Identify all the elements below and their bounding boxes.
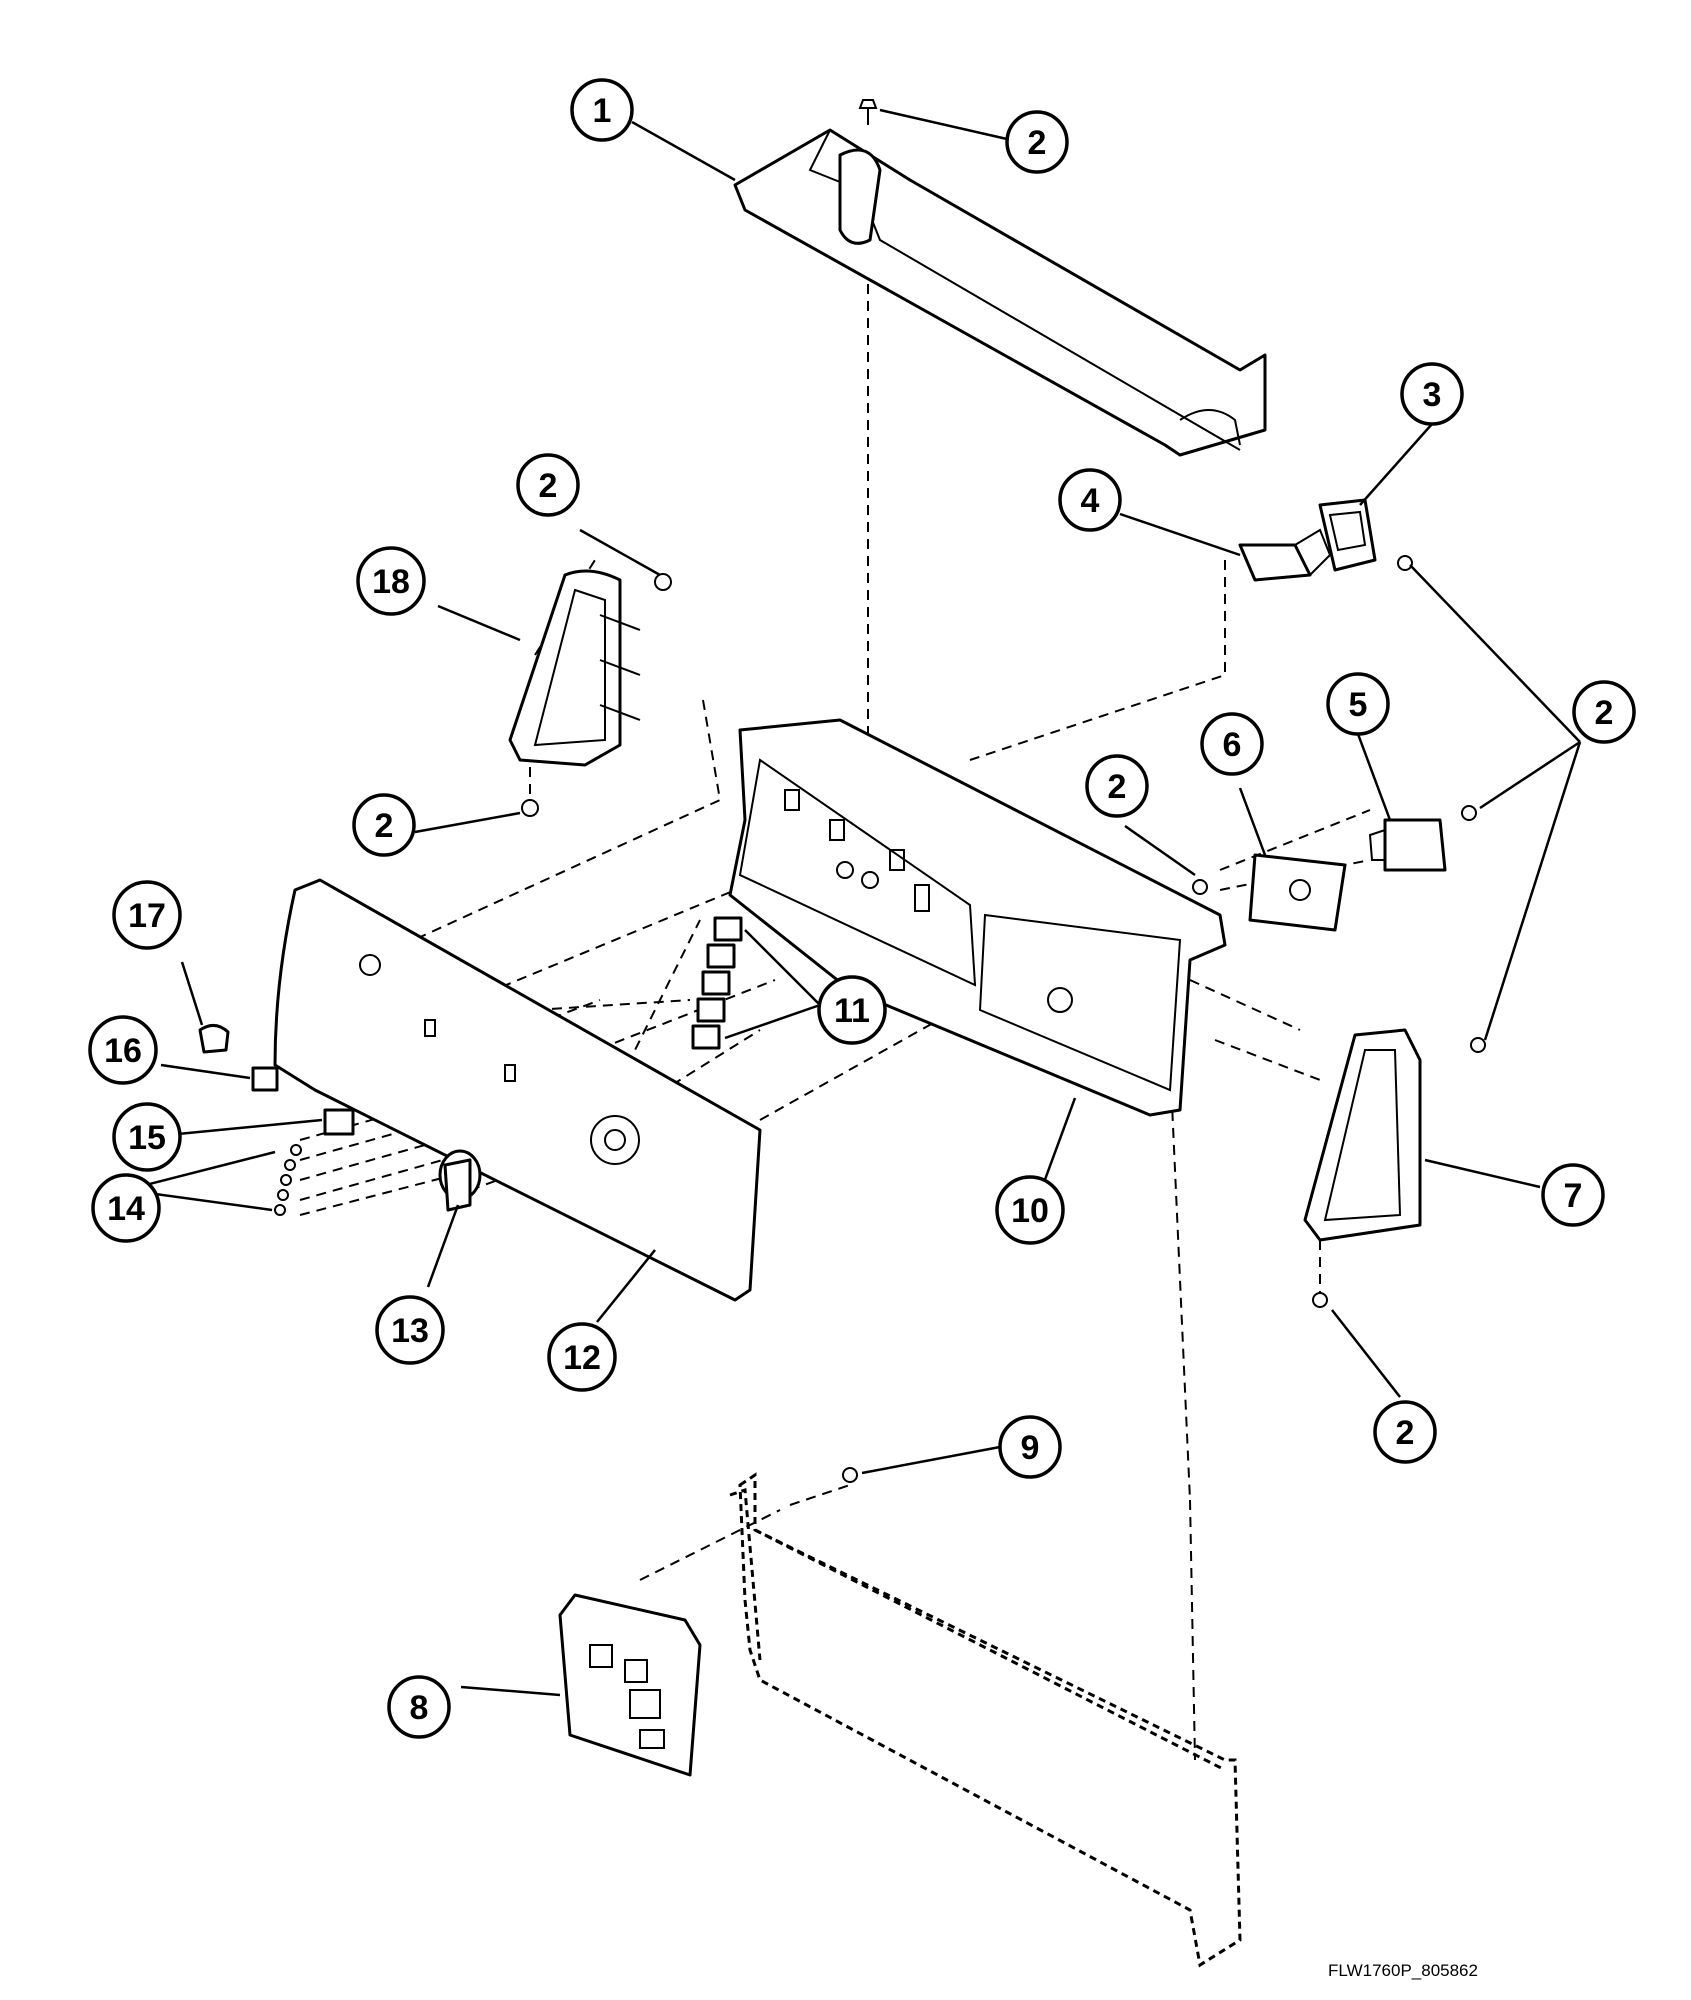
part-1-top-cover bbox=[733, 128, 1267, 457]
svg-text:2: 2 bbox=[1108, 768, 1127, 806]
callout-2-upper-left: 2 bbox=[516, 453, 580, 517]
svg-text:5: 5 bbox=[1349, 686, 1368, 724]
svg-text:4: 4 bbox=[1081, 482, 1100, 520]
part-5-switch bbox=[1368, 818, 1447, 872]
part-17-knob-small bbox=[198, 1024, 230, 1054]
callout-11: 11 bbox=[817, 975, 887, 1045]
callout-13: 13 bbox=[375, 1295, 445, 1365]
part-4-bracket bbox=[1238, 528, 1332, 582]
svg-text:15: 15 bbox=[128, 1119, 166, 1157]
callout-16: 16 bbox=[88, 1015, 158, 1085]
svg-text:2: 2 bbox=[1396, 1414, 1415, 1452]
callout-1: 1 bbox=[570, 78, 634, 142]
callout-2-center: 2 bbox=[1085, 754, 1149, 818]
svg-text:8: 8 bbox=[410, 1689, 429, 1727]
svg-text:10: 10 bbox=[1011, 1192, 1049, 1230]
svg-text:2: 2 bbox=[375, 807, 394, 845]
svg-text:1: 1 bbox=[593, 92, 612, 130]
part-10-control-console bbox=[728, 718, 1227, 1117]
screw-icon bbox=[842, 1467, 858, 1483]
svg-text:13: 13 bbox=[391, 1312, 429, 1350]
leader-arrows bbox=[125, 108, 1582, 1697]
part-8-control-board bbox=[558, 1593, 702, 1777]
svg-text:9: 9 bbox=[1021, 1429, 1040, 1467]
svg-text:18: 18 bbox=[372, 563, 410, 601]
callout-8: 8 bbox=[387, 1675, 451, 1739]
svg-text:11: 11 bbox=[834, 992, 870, 1030]
callout-2-right: 2 bbox=[1572, 680, 1636, 744]
svg-text:14: 14 bbox=[107, 1190, 145, 1228]
svg-text:7: 7 bbox=[1564, 1177, 1583, 1215]
part-12-control-panel-front bbox=[273, 878, 762, 1302]
callout-10: 10 bbox=[995, 1175, 1065, 1245]
part-11-button-set bbox=[691, 916, 743, 1050]
callout-12: 12 bbox=[547, 1322, 617, 1392]
part-18-left-end-cap bbox=[508, 569, 641, 767]
screw-icon bbox=[1397, 555, 1413, 571]
back-frame-outline bbox=[729, 1472, 1242, 1968]
screw-icon bbox=[858, 99, 878, 125]
screw-icon bbox=[521, 573, 672, 817]
callout-2-left: 2 bbox=[352, 793, 416, 857]
callout-15: 15 bbox=[112, 1102, 182, 1172]
callout-2-bottom-right: 2 bbox=[1373, 1400, 1437, 1464]
callout-18: 18 bbox=[356, 546, 426, 616]
callout-4: 4 bbox=[1058, 468, 1122, 532]
svg-text:16: 16 bbox=[104, 1032, 142, 1070]
part-15-switch bbox=[323, 1108, 355, 1136]
part-7-right-end-cap bbox=[1303, 1028, 1422, 1242]
part-13-knob bbox=[438, 1149, 482, 1212]
svg-text:12: 12 bbox=[563, 1339, 601, 1377]
callout-7: 7 bbox=[1541, 1163, 1605, 1227]
callout-2-top: 2 bbox=[1005, 110, 1069, 174]
svg-text:17: 17 bbox=[128, 897, 166, 935]
screw-icon bbox=[1192, 805, 1486, 1053]
part-16-rocker bbox=[251, 1066, 279, 1092]
svg-text:2: 2 bbox=[1595, 694, 1614, 732]
part-6-plate bbox=[1248, 853, 1347, 932]
screw-icon bbox=[1312, 1292, 1328, 1308]
callout-3: 3 bbox=[1400, 362, 1464, 426]
callout-17: 17 bbox=[112, 880, 182, 950]
svg-text:6: 6 bbox=[1223, 726, 1242, 764]
svg-text:2: 2 bbox=[1028, 124, 1047, 162]
callout-5: 5 bbox=[1326, 672, 1390, 736]
svg-text:2: 2 bbox=[539, 467, 558, 505]
callout-14: 14 bbox=[91, 1173, 161, 1243]
drawing-code-label: FLW1760P_805862 bbox=[1328, 1961, 1478, 1980]
callout-6: 6 bbox=[1200, 712, 1264, 776]
part-14-lens-set bbox=[274, 1144, 302, 1216]
svg-text:3: 3 bbox=[1423, 376, 1442, 414]
part-3-switch bbox=[1318, 498, 1377, 572]
callout-9: 9 bbox=[998, 1415, 1062, 1479]
